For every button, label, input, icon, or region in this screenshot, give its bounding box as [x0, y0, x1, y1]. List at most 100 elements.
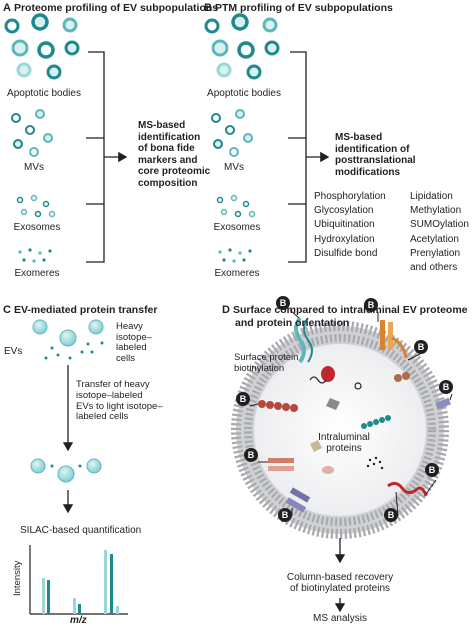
y-axis-label: Intensity: [12, 560, 23, 596]
membrane-protein-teal: [294, 316, 335, 382]
panel-c-evs-cells: [32, 319, 104, 360]
spectrum-bar: [47, 580, 50, 614]
panel-a-bracket: [86, 51, 128, 263]
panel-b-result-line: MS-based: [335, 132, 383, 143]
panel-a-label-mvs: MVs: [24, 162, 44, 173]
biotin-badge: B: [278, 508, 292, 522]
panel-a-label-apoptotic-bodies: Apoptotic bodies: [7, 88, 81, 99]
panel-a-exosomes: [16, 194, 56, 218]
panel-b-label-apoptotic-bodies: Apoptotic bodies: [207, 88, 281, 99]
intraluminal-label-line: Intraluminal: [318, 432, 370, 443]
panel-a-result-line: of bona fide: [138, 143, 195, 154]
intraluminal-label-line: proteins: [326, 443, 362, 454]
panel-c-recipient-cells: [30, 458, 102, 483]
panel-b-letter: B: [204, 2, 212, 14]
x-axis-label: m/z: [70, 615, 87, 626]
panel-a-result-line: markers and: [138, 154, 198, 166]
biotin-badge: B: [364, 298, 378, 312]
heavy-label-line: Heavy: [116, 321, 143, 332]
panel-c-title-text: EV-mediated protein transfer: [13, 304, 158, 316]
panel-b-result-line: posttranslational: [335, 155, 416, 166]
membrane-protein-purple: [285, 487, 311, 513]
spectrum-bar: [73, 598, 76, 614]
biotin-badge: B: [276, 296, 290, 310]
transfer-text: Transfer of heavy isotope–labeled EVs to…: [76, 379, 163, 423]
panel-c-letter: C: [3, 304, 11, 316]
panel-a-apoptotic-bodies: [4, 13, 80, 80]
heavy-label-line: isotope–: [116, 331, 152, 343]
panel-b-title-text: PTM profiling of EV subpopulations: [214, 2, 393, 14]
evs-label: EVs: [4, 346, 23, 357]
ptm-list-col1: Phosphorylation Glycosylation Ubiquitina…: [314, 190, 386, 261]
biotin-badge: B: [414, 340, 428, 354]
biotin-badge: B: [425, 463, 439, 477]
transfer-text-line: EVs to light isotope–: [76, 400, 163, 412]
spectrum-bar: [110, 554, 113, 614]
silac-spectrum: [29, 545, 128, 615]
ptm-item: Acetylation: [410, 233, 459, 245]
ms-analysis-text: MS analysis: [313, 613, 367, 624]
biotin-badge: B: [439, 380, 453, 394]
heavy-label: Heavy isotope– labeled cells: [116, 321, 152, 364]
spectrum-bar: [42, 578, 45, 614]
biotin-badge: B: [236, 392, 250, 406]
panel-a-letter: A: [3, 2, 11, 14]
membrane-protein-orange: [380, 320, 408, 359]
panel-a-result-line: core proteomic: [138, 166, 211, 177]
panel-b-exosomes: [216, 194, 256, 218]
column-text-line: Column-based recovery: [286, 572, 394, 583]
heavy-label-line: labeled: [116, 342, 147, 353]
panel-d-title-line: and protein orientation: [235, 316, 350, 329]
panel-b-label-mvs: MVs: [224, 162, 244, 173]
biotin-badge: B: [384, 508, 398, 522]
ptm-item: and others: [410, 262, 458, 274]
panel-a-result-line: identification: [138, 131, 201, 143]
transfer-text-line: Transfer of heavy: [76, 379, 150, 390]
ptm-item: Glycosylation: [314, 205, 374, 217]
spectrum-bar: [116, 606, 119, 614]
ptm-item: Disulfide bond: [314, 247, 378, 259]
panel-a-result-line: composition: [138, 177, 198, 189]
ptm-item: Prenylation: [410, 247, 461, 259]
ptm-item: Phosphorylation: [314, 191, 386, 202]
transfer-text-line: labeled cells: [76, 411, 129, 423]
ptm-list-col2: Lipidation Methylation SUMOylation Acety…: [410, 190, 469, 275]
surface-label-line: Surface protein: [234, 352, 299, 363]
membrane-protein-salmon: [268, 458, 294, 471]
panel-b-apoptotic-bodies: [204, 13, 280, 80]
spectrum-bar: [104, 550, 107, 614]
membrane-protein-red-chain: [258, 400, 298, 412]
panel-a-result-line: MS-based: [138, 120, 186, 131]
intraluminal-label: Intraluminal proteins: [318, 432, 370, 454]
membrane-protein-blue: [435, 397, 451, 410]
panel-b-result: MS-based identification of posttranslati…: [335, 132, 416, 178]
surface-label: Surface protein biotinylation: [234, 352, 298, 374]
spectrum-bar: [78, 604, 81, 614]
panel-b-label-exomeres: Exomeres: [214, 268, 260, 279]
ptm-item: Methylation: [410, 205, 462, 217]
panel-a-mvs: [11, 109, 53, 157]
ptm-item: Ubiquitination: [314, 219, 375, 231]
panel-b-label-exosomes: Exosomes: [213, 222, 261, 233]
membrane-protein-red-coil: [387, 481, 428, 497]
panel-d-letter: D: [222, 304, 230, 316]
biotin-links: [249, 309, 453, 517]
heavy-label-line: cells: [116, 352, 136, 364]
column-text-line: of biotinylated proteins: [289, 583, 391, 594]
intraluminal-proteins-art: [309, 372, 410, 474]
panel-a-label-exomeres: Exomeres: [14, 268, 60, 279]
panel-b-result-line: modifications: [335, 166, 401, 178]
silac-label: SILAC-based quantification: [20, 525, 142, 536]
panel-b-mvs: [211, 109, 253, 157]
panel-b-bracket: [288, 51, 330, 263]
panel-a-result: MS-based identification of bona fide mar…: [138, 120, 220, 189]
ptm-item: SUMOylation: [410, 219, 469, 231]
panel-a-title-text: Proteome profiling of EV subpopulations: [13, 2, 219, 14]
transfer-text-line: isotope–labeled: [76, 389, 143, 401]
surface-label-line: biotinylation: [234, 363, 285, 374]
panel-d-title-line: Surface compared to intraluminal EV prot…: [232, 304, 468, 316]
